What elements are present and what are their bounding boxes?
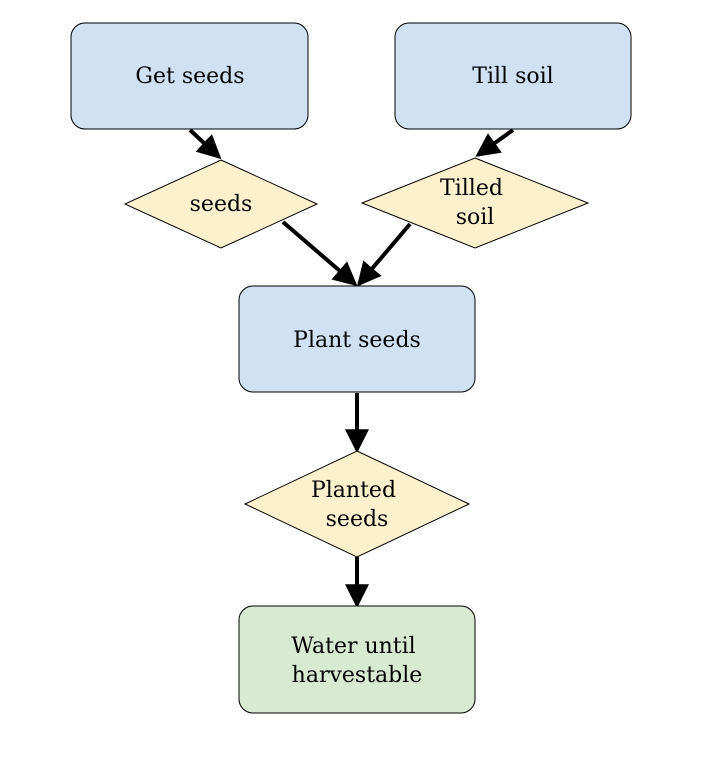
node-plant-seeds-label: Plant seeds <box>293 328 421 353</box>
node-planted-seeds-label-line-2: seeds <box>326 507 389 532</box>
node-plant-seeds: Plant seeds <box>238 285 476 393</box>
edge-till-soil-to-tilled-soil <box>475 128 515 157</box>
edge-get-seeds-to-seeds <box>188 128 222 160</box>
node-till-soil-label: Till soil <box>472 64 553 89</box>
node-seeds-label: seeds <box>190 192 253 217</box>
svg-text:Planted seeds: Planted seeds <box>311 478 403 532</box>
svg-text:seeds: seeds <box>190 192 253 217</box>
node-water-label-line-2: harvestable <box>292 663 423 688</box>
node-planted-seeds: Planted seeds <box>243 450 471 558</box>
edge-tilled-soil-to-plant-seeds <box>356 222 412 287</box>
svg-text:Get seeds: Get seeds <box>135 64 244 89</box>
node-water-label-line-1: Water until <box>291 634 415 659</box>
svg-text:Tilled soil: Tilled soil <box>440 176 510 230</box>
node-till-soil: Till soil <box>394 22 632 130</box>
node-tilled-soil-label-line-1: Tilled <box>440 176 503 201</box>
node-water-until-harvestable: Water until harvestable <box>238 605 476 714</box>
node-seeds: seeds <box>123 159 319 249</box>
node-get-seeds-label: Get seeds <box>135 64 244 89</box>
node-get-seeds: Get seeds <box>70 22 309 130</box>
edge-seeds-to-plant-seeds <box>281 220 358 287</box>
svg-text:Plant seeds: Plant seeds <box>293 328 421 353</box>
svg-text:Till soil: Till soil <box>472 64 553 89</box>
node-planted-seeds-label-line-1: Planted <box>311 478 396 503</box>
svg-text:Water until harvestable: Water until harvestable <box>291 634 422 688</box>
node-tilled-soil-label-line-2: soil <box>456 205 495 230</box>
node-tilled-soil: Tilled soil <box>360 157 590 249</box>
